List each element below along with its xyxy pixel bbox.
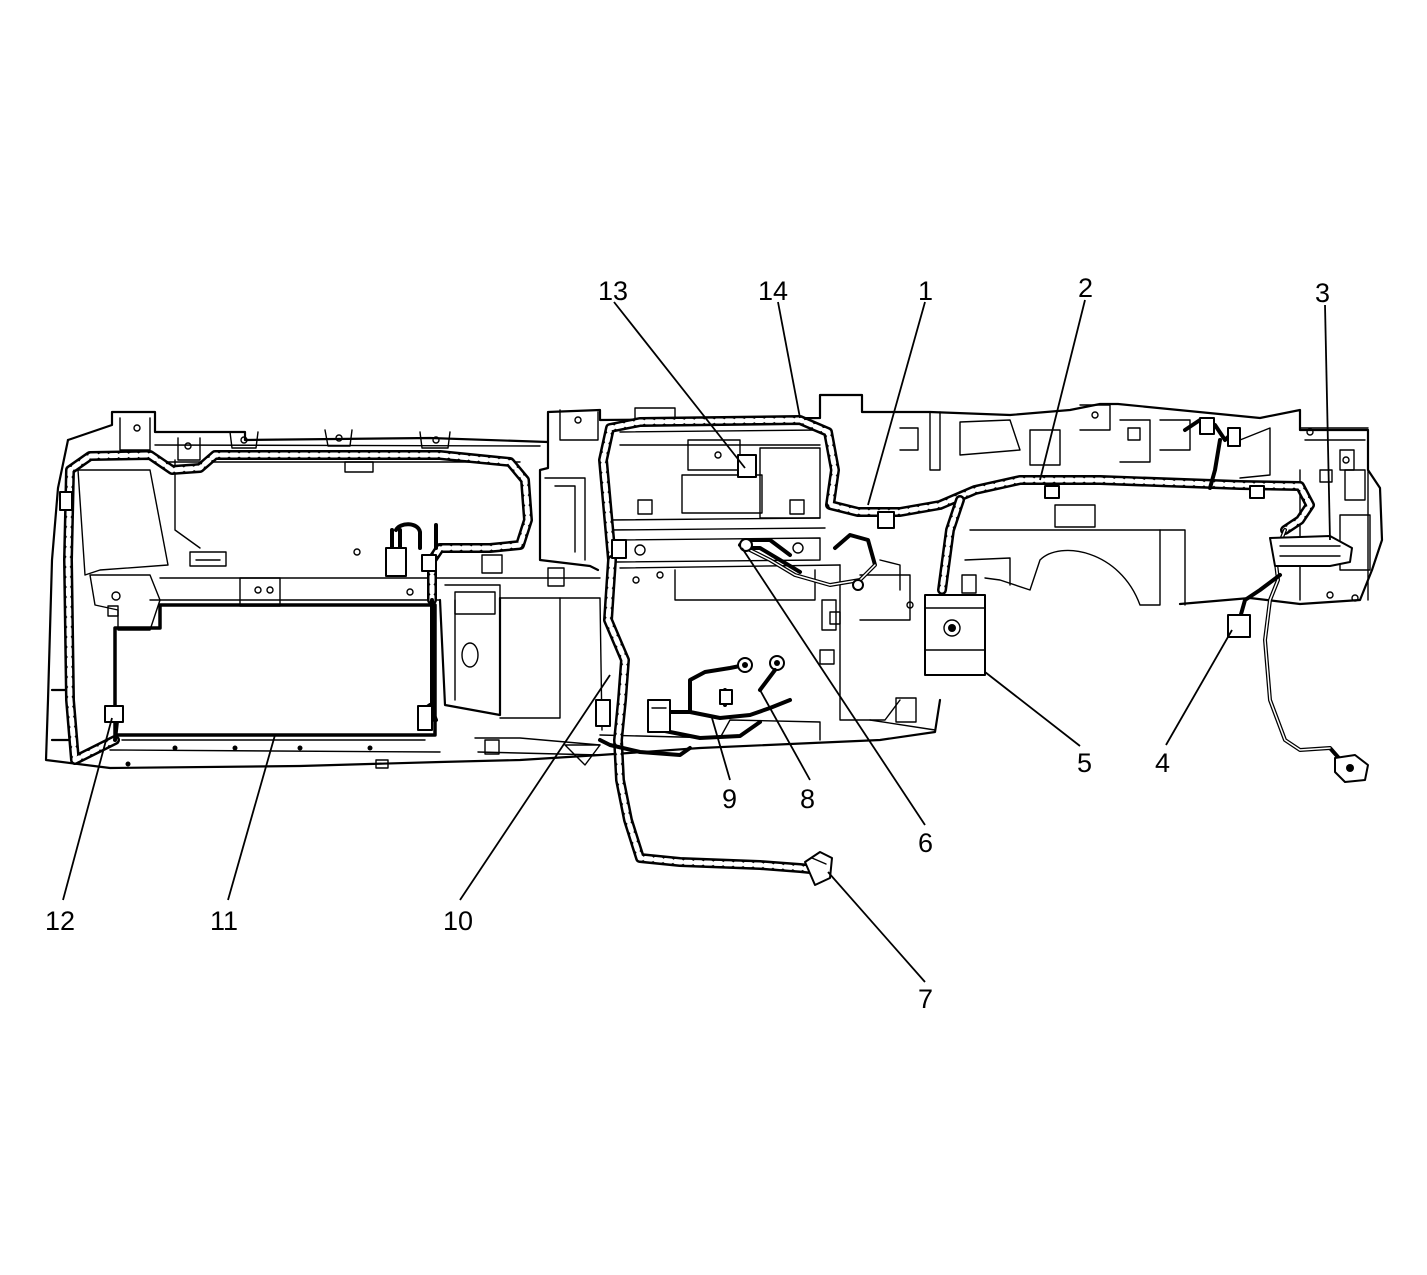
callout-2: 2 — [1078, 273, 1093, 303]
leader-5 — [984, 671, 1081, 747]
leader-2 — [1039, 299, 1086, 481]
leader-4 — [1165, 629, 1233, 746]
callout-3: 3 — [1315, 278, 1330, 308]
leader-1 — [867, 301, 926, 506]
callout-7: 7 — [918, 984, 933, 1014]
component-11-left-module — [109, 603, 441, 769]
instrument-panel-carrier — [44, 393, 1384, 770]
callout-10: 10 — [443, 906, 473, 936]
callout-9: 9 — [722, 784, 737, 814]
leader-10 — [459, 674, 611, 901]
callout-12: 12 — [45, 906, 75, 936]
component-5-module — [924, 574, 986, 676]
leader-11 — [227, 734, 276, 901]
callout-13: 13 — [598, 276, 628, 306]
callout-labels: 1 2 3 4 5 6 7 8 9 10 11 12 13 14 — [45, 273, 1330, 1014]
leader-12 — [62, 717, 113, 901]
callout-14: 14 — [758, 276, 788, 306]
callout-11: 11 — [210, 906, 238, 936]
center-loop-harness — [598, 415, 1315, 886]
callout-4: 4 — [1155, 748, 1170, 778]
callout-6: 6 — [918, 828, 933, 858]
leader-3 — [1324, 304, 1331, 541]
callout-leaders — [62, 299, 1331, 983]
leader-9 — [711, 717, 731, 781]
callout-1: 1 — [918, 276, 933, 306]
leader-8 — [759, 689, 811, 781]
leader-13 — [613, 301, 746, 469]
leader-14 — [777, 301, 801, 419]
callout-8: 8 — [800, 784, 815, 814]
leader-6 — [741, 547, 926, 826]
main-harness-left — [59, 450, 533, 765]
callout-5: 5 — [1077, 748, 1092, 778]
leader-7 — [827, 871, 926, 983]
center-branch-wires — [595, 454, 895, 757]
